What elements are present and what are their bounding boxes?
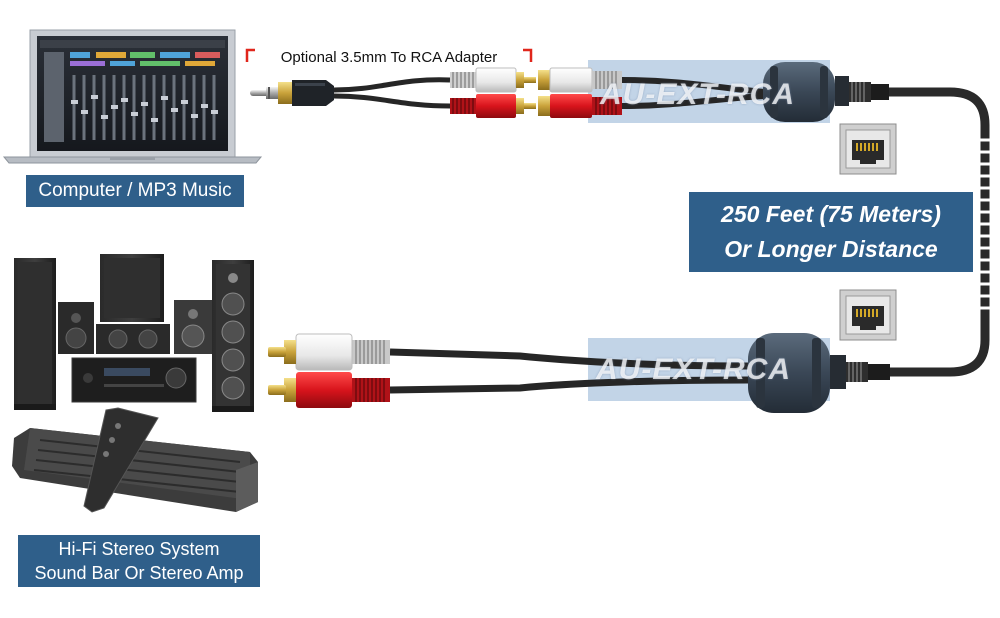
extender-receiver [748,333,890,413]
stereo-mini-plug [250,80,334,106]
optional-adapter-bracket [245,48,533,62]
ethernet-cable [889,87,990,377]
distance-label-line1: 250 Feet (75 Meters) [721,201,941,227]
extender-transmitter [763,62,889,122]
hifi-label-line1: Hi-Fi Stereo System [58,539,220,559]
rca-plug-white-adapter [450,67,536,93]
computer-label: Computer / MP3 Music [26,175,244,207]
soundbar-icon [12,428,258,512]
rj45-port-icon [839,123,897,175]
hifi-label: Hi-Fi Stereo System Sound Bar Or Stereo … [18,535,260,587]
rj45-port-icon [839,289,897,341]
rca-plug-white-output [268,333,390,371]
rca-plug-red-output [268,372,390,408]
laptop-icon [2,29,263,164]
rca-jack-red-transmitter [538,94,622,118]
rca-jack-white-transmitter [538,67,622,93]
distance-label: 250 Feet (75 Meters) Or Longer Distance [689,192,973,272]
rca-plug-red-adapter [450,94,536,118]
remote-icon [83,407,159,513]
distance-label-line2: Or Longer Distance [724,236,938,262]
adapter-label: Optional 3.5mm To RCA Adapter [280,49,498,66]
speaker-system-icon [14,254,254,412]
hifi-label-line2: Sound Bar Or Stereo Amp [34,563,244,583]
cable-break-marks [978,138,992,310]
